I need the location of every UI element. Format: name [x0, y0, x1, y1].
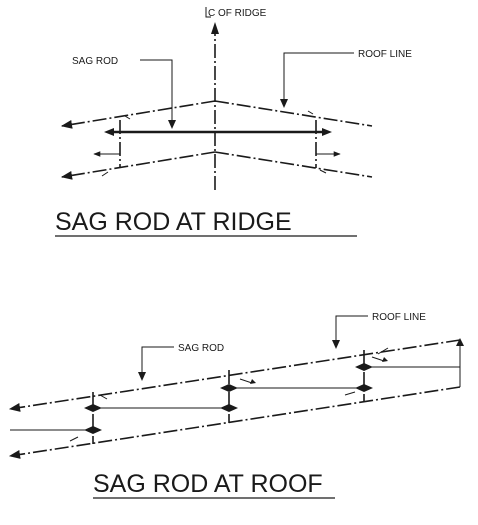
roof-roof-line-label: ROOF LINE [372, 312, 426, 323]
ridge-upper-roof-line [60, 100, 373, 129]
ridge-lower-roof-line [60, 151, 373, 180]
roof-nut-symbols [84, 363, 373, 434]
centerline-symbol-icon [205, 7, 211, 18]
ridge-title: SAG ROD AT RIDGE [55, 208, 292, 236]
centerline-arrow-icon [211, 22, 219, 34]
ridge-centerline-label: C OF RIDGE [208, 8, 267, 19]
roof-roof-line-leader [335, 315, 368, 344]
roof-upper-roof-line [8, 339, 461, 412]
roof-sag-rod-leader [141, 346, 174, 376]
roof-tick-marks [69, 347, 389, 442]
roof-detail: SAG ROD ROOF LINE SAG ROD AT ROOF [8, 312, 464, 499]
roof-title: SAG ROD AT ROOF [93, 470, 323, 498]
ridge-centerline [211, 22, 219, 190]
roof-lower-roof-line [8, 386, 461, 459]
roof-sag-rods [10, 338, 464, 431]
ridge-detail: C OF RIDGE SAG ROD R [55, 7, 412, 237]
ridge-sag-rod-leader [140, 59, 173, 124]
ridge-tick-marks [101, 110, 327, 177]
ridge-sag-rod-label: SAG ROD [72, 56, 118, 67]
ridge-sag-rod [104, 128, 332, 136]
ridge-roof-line-label: ROOF LINE [358, 49, 412, 60]
roof-sag-rod-label: SAG ROD [178, 343, 224, 354]
ridge-roof-line-leader [283, 52, 354, 103]
